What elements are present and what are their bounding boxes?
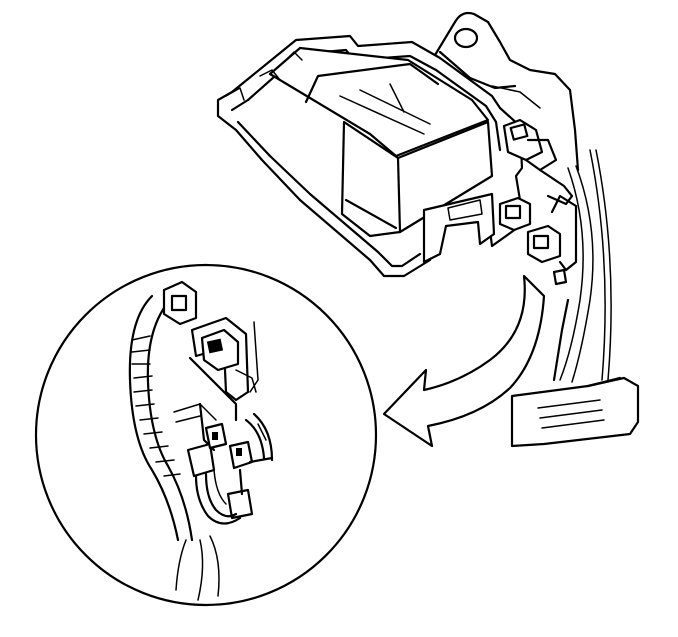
detail-upper-connector (162, 280, 259, 422)
callout-arrow (382, 274, 546, 448)
spiral-wrapped-harness (128, 294, 220, 601)
circular-magnified-detail (34, 263, 378, 607)
lower-trim-panel (510, 298, 640, 448)
bracket-mount-hole (453, 27, 479, 49)
upper-connector (502, 118, 574, 206)
lower-connector-right (526, 194, 578, 286)
mounting-bracket (430, 11, 580, 172)
lower-connector-left (498, 196, 532, 232)
control-module (216, 34, 524, 278)
detail-lower-connectors (186, 422, 274, 525)
wire-harness (559, 149, 612, 383)
